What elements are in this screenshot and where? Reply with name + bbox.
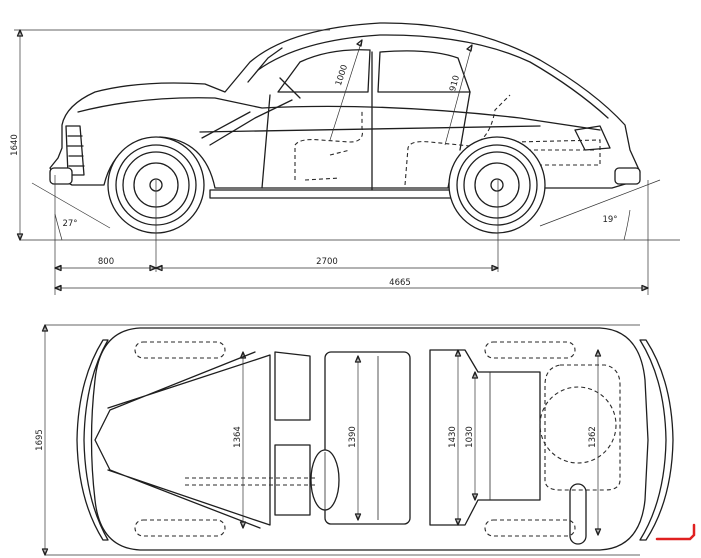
approach-angle-label: 27° (62, 219, 77, 229)
side-body-outline (49, 22, 641, 189)
front-seat-top (274, 351, 311, 516)
rear-seat-width-label: 1030 (465, 426, 475, 448)
spare-tire-side (574, 125, 611, 151)
middle-width-label: 1390 (348, 426, 358, 448)
trunk-spare (544, 364, 621, 491)
top-body-outline (90, 327, 649, 551)
front-seat-back (304, 149, 351, 181)
wheelbase-label: 2700 (316, 257, 338, 267)
front-seat-width-label: 1364 (233, 426, 243, 448)
rear-wheel (448, 136, 546, 234)
rear-width-label: 1430 (448, 426, 458, 448)
rear-seat-top (429, 349, 541, 526)
side-hood-line (77, 97, 601, 131)
rear-bumper-top (639, 339, 674, 541)
rear-window (377, 50, 471, 93)
steering-column (201, 77, 301, 146)
wheel-rear-left (484, 341, 576, 359)
side-belt-line (199, 125, 541, 133)
rear-seat (404, 94, 511, 186)
side-roof-line (257, 34, 609, 119)
middle-seat-top (324, 351, 411, 525)
trunk-width-label: 1362 (588, 426, 598, 448)
approach-angle-arc (54, 213, 63, 241)
front-overhang-label: 800 (98, 257, 114, 267)
rear-door-edge (459, 91, 471, 151)
departure-angle-arc (623, 209, 631, 241)
height-label: 1640 (10, 134, 20, 156)
rear-bumper (614, 167, 641, 185)
grille (65, 125, 85, 176)
running-board (209, 189, 453, 199)
front-seat (294, 110, 364, 180)
corner-marker-icon (655, 523, 696, 541)
wheel-rear-right (484, 519, 576, 537)
front-bumper (49, 167, 73, 185)
overall-length-label: 4665 (389, 278, 411, 288)
trunk-box (514, 139, 601, 166)
windshield (247, 47, 283, 83)
wheel-front-left (134, 341, 226, 359)
departure-angle-line (539, 179, 661, 227)
front-window (277, 49, 371, 93)
departure-angle-label: 19° (602, 215, 617, 225)
wheel-front-right (134, 519, 226, 537)
approach-angle-line (31, 182, 111, 229)
front-bumper-top (76, 339, 109, 541)
rear-seat-label: 910 (448, 74, 462, 92)
fuel-filler (569, 483, 587, 545)
side-view: 1640 800 2700 4665 27° 19° 1000 910 (10, 22, 680, 295)
top-view: 1695 136 (35, 324, 674, 556)
front-door-edge (261, 94, 271, 189)
spare-tire-top (539, 386, 617, 464)
hood-shape (94, 351, 271, 529)
width-label: 1695 (35, 429, 45, 451)
